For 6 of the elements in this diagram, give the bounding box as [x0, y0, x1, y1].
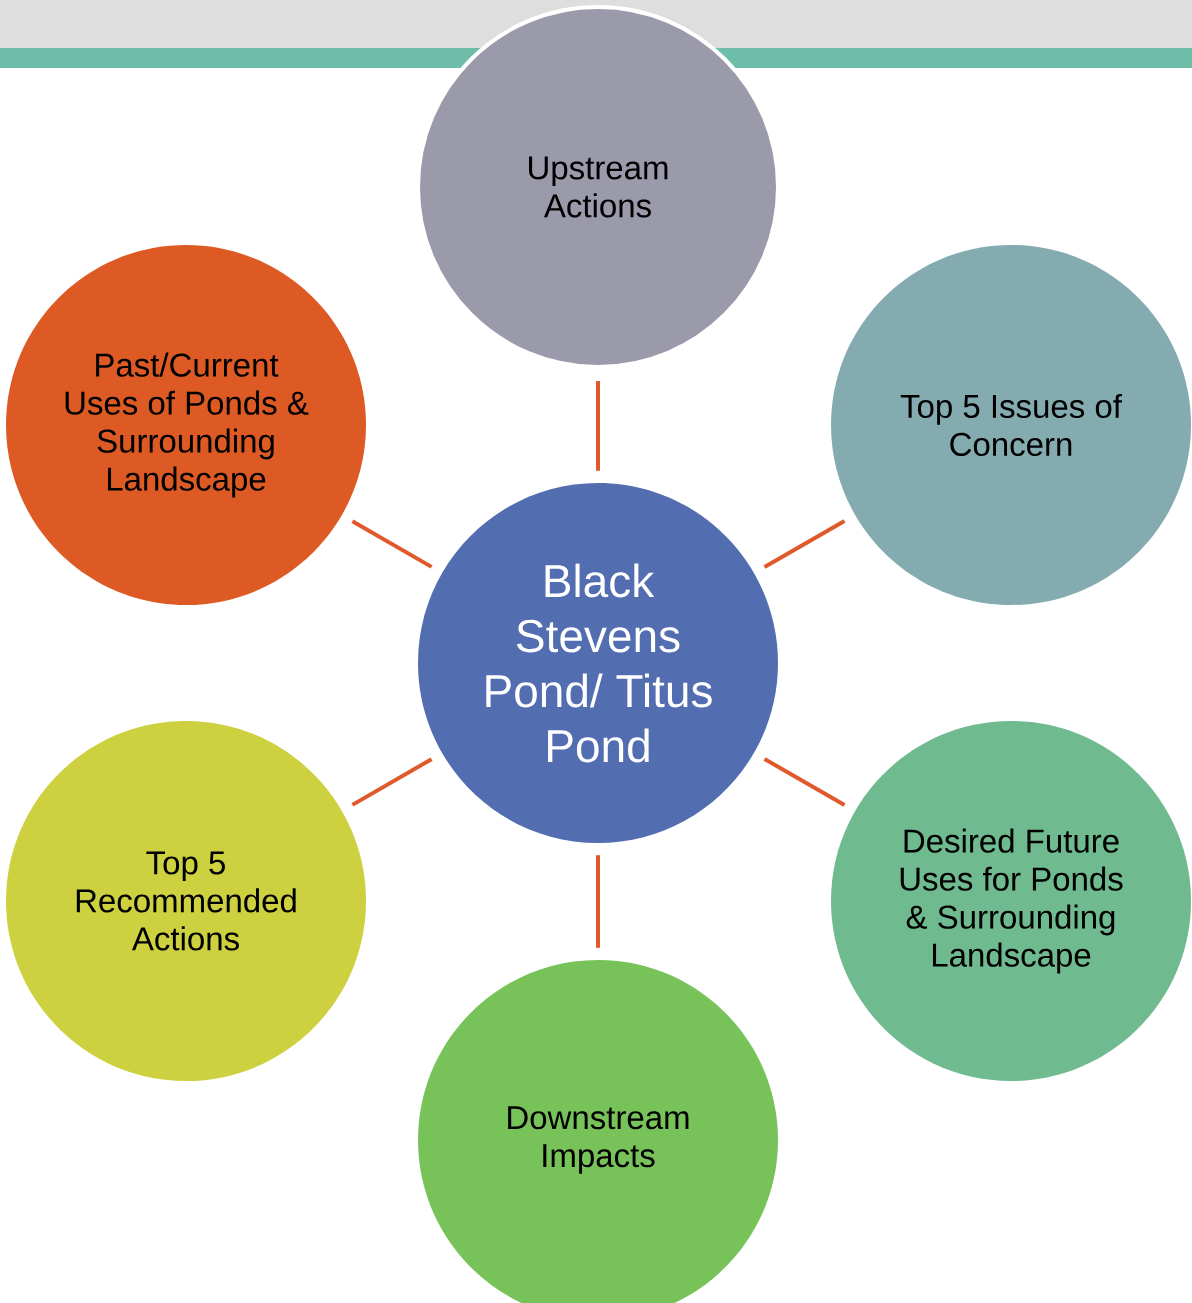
connector-line — [763, 757, 846, 807]
connector-line — [351, 757, 433, 807]
connector-line — [596, 855, 600, 948]
connector-line — [596, 381, 600, 471]
connector-line — [351, 519, 433, 569]
connector-line — [763, 519, 846, 569]
